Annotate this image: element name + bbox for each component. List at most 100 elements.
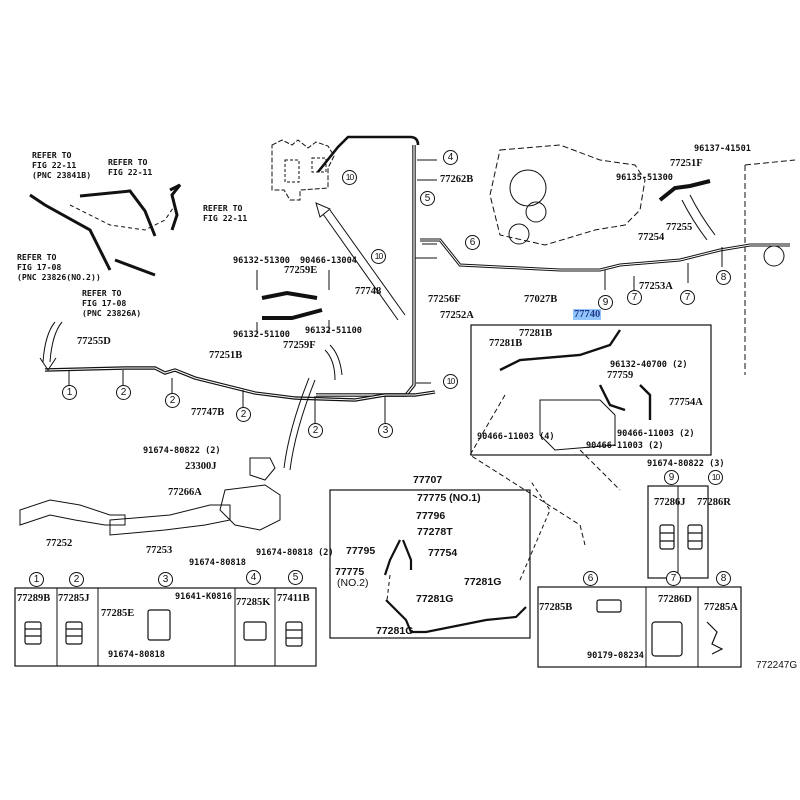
part-label-77252[interactable]: 77252 bbox=[46, 538, 73, 549]
main-line-vertical-2 bbox=[316, 135, 420, 173]
part-label-77740-highlighted[interactable]: 77740 bbox=[573, 309, 602, 320]
part-label-77262b[interactable]: 77262B bbox=[440, 174, 474, 185]
callout-7[interactable]: 7 bbox=[680, 290, 695, 305]
part-label-91674-80822-2[interactable]: 91674-80822 (2) bbox=[143, 446, 221, 456]
highlighted-part-number[interactable]: 77740 bbox=[573, 309, 602, 320]
part-label-77259f[interactable]: 77259F bbox=[283, 340, 316, 351]
callout-1[interactable]: 1 bbox=[62, 385, 77, 400]
clamp-part-77285k[interactable]: 77285K bbox=[236, 597, 271, 608]
callout-2[interactable]: 2 bbox=[236, 407, 251, 422]
table-callout-1: 1 bbox=[29, 572, 44, 587]
part-label-77278t[interactable]: 77278T bbox=[417, 526, 453, 538]
part-label-77747b[interactable]: 77747B bbox=[191, 407, 225, 418]
clamp-part-77286r[interactable]: 77286R bbox=[697, 497, 731, 508]
part-label-96132-51300[interactable]: 96132-51300 bbox=[233, 256, 290, 266]
callout-10[interactable]: 10 bbox=[443, 374, 458, 389]
ref-hose-4 bbox=[114, 258, 156, 277]
arrow-up-mid bbox=[283, 377, 316, 471]
part-label-77255d[interactable]: 77255D bbox=[77, 336, 111, 347]
callout-4[interactable]: 4 bbox=[443, 150, 458, 165]
part-label-77754a[interactable]: 77754A bbox=[669, 397, 703, 408]
callout-8[interactable]: 8 bbox=[716, 270, 731, 285]
clamp-part-77289b[interactable]: 77289B bbox=[17, 593, 51, 604]
part-label-96132-40700-2[interactable]: 96132-40700 (2) bbox=[610, 360, 688, 370]
callout-10[interactable]: 10 bbox=[371, 249, 386, 264]
part-label-96137-41501[interactable]: 96137-41501 bbox=[694, 144, 751, 154]
fuel-tank-outline bbox=[489, 144, 646, 246]
part-label-96135-51300[interactable]: 96135-51300 bbox=[616, 173, 673, 183]
part-label-77707[interactable]: 77707 bbox=[413, 474, 443, 486]
part-label-90466-11003-4[interactable]: 90466-11003 (4) bbox=[477, 432, 555, 442]
part-label-77281g-right[interactable]: 77281G bbox=[464, 576, 502, 588]
part-label-77259e[interactable]: 77259E bbox=[284, 265, 318, 276]
part-label-77251f[interactable]: 77251F bbox=[670, 158, 703, 169]
arrow-to-right bbox=[681, 194, 716, 241]
clamp-part-77285b[interactable]: 77285B bbox=[539, 602, 573, 613]
part-label-91674-80818[interactable]: 91674-80818 bbox=[189, 558, 246, 568]
canister-hose-2 bbox=[598, 384, 626, 412]
part-label-23300j[interactable]: 23300J bbox=[185, 461, 217, 472]
engine-box-1 bbox=[284, 159, 300, 183]
part-label-77281b-left[interactable]: 77281B bbox=[489, 338, 523, 349]
callout-7[interactable]: 7 bbox=[627, 290, 642, 305]
callout-2[interactable]: 2 bbox=[116, 385, 131, 400]
canister-hose-3 bbox=[639, 384, 652, 420]
part-label-96132-51100-right[interactable]: 96132-51100 bbox=[305, 326, 362, 336]
part-label-77281b-right[interactable]: 77281B bbox=[519, 328, 553, 339]
ref-pipe-2 bbox=[79, 189, 157, 237]
ref-line: REFER TO bbox=[32, 150, 72, 160]
part-label-77254[interactable]: 77254 bbox=[638, 232, 665, 243]
clamp-part-77286d[interactable]: 77286D bbox=[658, 594, 692, 605]
clamp-part-77411b[interactable]: 77411B bbox=[277, 593, 310, 604]
clamp-part-91674-80818[interactable]: 91674-80818 bbox=[108, 650, 165, 660]
hose-77251F bbox=[658, 179, 711, 202]
part-label-77027b[interactable]: 77027B bbox=[524, 294, 558, 305]
canister-box bbox=[470, 324, 712, 456]
clamp-part-91641-k0816[interactable]: 91641-K0816 bbox=[175, 592, 232, 602]
part-label-77253[interactable]: 77253 bbox=[146, 545, 173, 556]
ref-line: FIG 17-08 bbox=[17, 262, 62, 272]
canister-hose bbox=[499, 329, 621, 372]
part-label-77796[interactable]: 77796 bbox=[416, 510, 446, 522]
clamp-part-77285a[interactable]: 77285A bbox=[704, 602, 738, 613]
part-label-77281g-middle[interactable]: 77281G bbox=[416, 593, 454, 605]
callout-2[interactable]: 2 bbox=[165, 393, 180, 408]
part-label-96132-51100-left[interactable]: 96132-51100 bbox=[233, 330, 290, 340]
part-label-77255[interactable]: 77255 bbox=[666, 222, 693, 233]
part-label-77266a[interactable]: 77266A bbox=[168, 487, 202, 498]
part-label-90466-11003-2-lower[interactable]: 90466-11003 (2) bbox=[586, 441, 664, 451]
clamp-part-77285e[interactable]: 77285E bbox=[101, 608, 135, 619]
part-label-77253a[interactable]: 77253A bbox=[639, 281, 673, 292]
part-label-77256f[interactable]: 77256F bbox=[428, 294, 461, 305]
part-label-90466-13004[interactable]: 90466-13004 bbox=[300, 256, 357, 266]
hose-77259F bbox=[262, 308, 323, 320]
part-label-77252a[interactable]: 77252A bbox=[440, 310, 474, 321]
callout-5[interactable]: 5 bbox=[420, 191, 435, 206]
clamp-part-77285j[interactable]: 77285J bbox=[58, 593, 90, 604]
box-77707 bbox=[329, 489, 531, 639]
callout-10[interactable]: 10 bbox=[342, 170, 357, 185]
part-label-90466-11003-2-upper[interactable]: 90466-11003 (2) bbox=[617, 429, 695, 439]
part-label-77281g-left[interactable]: 77281G bbox=[376, 625, 414, 637]
part-label-77795[interactable]: 77795 bbox=[346, 545, 376, 557]
callout-9[interactable]: 9 bbox=[598, 295, 613, 310]
callout-6[interactable]: 6 bbox=[465, 235, 480, 250]
part-label-77775-no1[interactable]: 77775 (NO.1) bbox=[417, 492, 481, 504]
ref-line: REFER TO bbox=[17, 252, 57, 262]
clamp-part-90179-08234[interactable]: 90179-08234 bbox=[587, 651, 644, 661]
part-label-77775-no2[interactable]: 77775 bbox=[335, 566, 365, 578]
part-label-77251b[interactable]: 77251B bbox=[209, 350, 243, 361]
part-label-91674-80822-3[interactable]: 91674-80822 (3) bbox=[647, 459, 725, 469]
part-label-77754[interactable]: 77754 bbox=[428, 547, 458, 559]
part-label-77748[interactable]: 77748 bbox=[355, 286, 382, 297]
part-label-91674-80818-2[interactable]: 91674-80818 (2) bbox=[256, 548, 334, 558]
callout-3[interactable]: 3 bbox=[378, 423, 393, 438]
callout-2[interactable]: 2 bbox=[308, 423, 323, 438]
ref-line: REFER TO bbox=[108, 157, 148, 167]
clamp-part-77286j[interactable]: 77286J bbox=[654, 497, 686, 508]
hose-77259E bbox=[261, 290, 318, 300]
part-label-77759[interactable]: 77759 bbox=[607, 370, 634, 381]
leader-lines bbox=[68, 159, 723, 426]
